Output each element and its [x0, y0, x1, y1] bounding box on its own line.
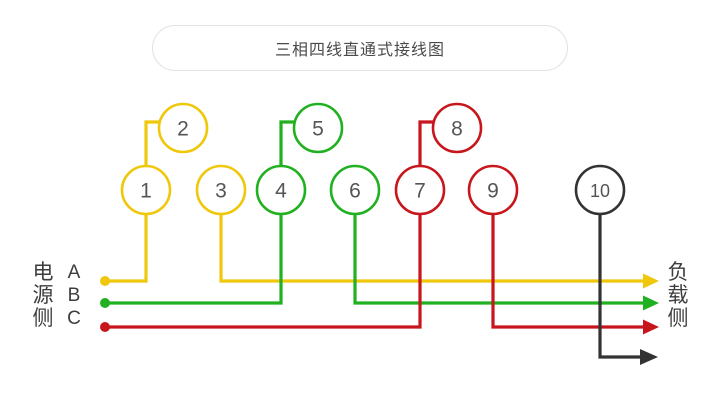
terminal-9-label: 9 [487, 180, 499, 203]
load-side-label: 负 载 侧 [665, 261, 691, 330]
terminal-1-circle[interactable] [120, 164, 172, 216]
neutral-bus-group [598, 166, 658, 365]
load-side-char-1: 负 [667, 261, 689, 284]
terminal-6-label: 6 [349, 180, 361, 203]
terminal-2-label: 2 [177, 118, 189, 141]
terminal-6-circle[interactable] [329, 164, 381, 216]
neutral-load-run [598, 166, 646, 359]
jumper-4-to-5 [279, 120, 294, 166]
phase-a-load-arrowhead [643, 273, 659, 289]
phase-label-c: C [67, 308, 81, 329]
phase-c-source-run [105, 166, 422, 329]
source-side-char-1: 电 [32, 261, 54, 284]
phase-letter-column: A B C [64, 261, 84, 330]
phase-c-load-run [491, 166, 649, 329]
terminal-7-label: 7 [414, 180, 426, 203]
source-side-char-3: 侧 [32, 307, 54, 330]
source-side-label: 电 源 侧 [30, 261, 56, 330]
terminal-3-label: 3 [215, 180, 227, 203]
phase-b-load-arrowhead [643, 295, 659, 311]
terminal-5-circle[interactable] [292, 102, 344, 154]
terminal-10-label: 10 [590, 181, 610, 201]
load-side-char-2: 载 [667, 284, 689, 307]
phase-label-b: B [67, 285, 81, 306]
terminal-4-label: 4 [275, 180, 287, 203]
terminal-8-label: 8 [451, 118, 463, 141]
terminal-2[interactable]: 2 [157, 102, 209, 154]
terminal-3[interactable]: 3 [195, 164, 247, 216]
phase-c-bus-group [100, 120, 659, 335]
terminal-8-circle[interactable] [431, 102, 483, 154]
terminal-9[interactable]: 9 [467, 164, 519, 216]
terminal-5[interactable]: 5 [292, 102, 344, 154]
phase-c-load-arrowhead [643, 319, 659, 335]
neutral-load-arrowhead [640, 349, 658, 365]
terminal-4-circle[interactable] [255, 164, 307, 216]
terminal-7-circle[interactable] [394, 164, 446, 216]
terminal-5-label: 5 [312, 118, 324, 141]
phase-label-a: A [67, 262, 81, 283]
jumper-7-to-8 [418, 120, 433, 166]
terminal-9-circle[interactable] [467, 164, 519, 216]
source-side-char-2: 源 [32, 284, 54, 307]
terminal-7[interactable]: 7 [394, 164, 446, 216]
diagram-title-pill: 三相四线直通式接线图 [152, 25, 568, 71]
terminal-1[interactable]: 1 [120, 164, 172, 216]
terminal-8[interactable]: 8 [431, 102, 483, 154]
load-side-char-3: 侧 [667, 307, 689, 330]
terminal-3-circle[interactable] [195, 164, 247, 216]
terminal-6[interactable]: 6 [329, 164, 381, 216]
terminal-4[interactable]: 4 [255, 164, 307, 216]
page-title: 三相四线直通式接线图 [274, 42, 445, 59]
terminal-10-circle[interactable] [574, 164, 626, 216]
terminal-2-circle[interactable] [157, 102, 209, 154]
terminal-1-label: 1 [140, 180, 152, 203]
terminal-10[interactable]: 10 [574, 164, 626, 216]
jumper-1-to-2 [144, 120, 159, 166]
